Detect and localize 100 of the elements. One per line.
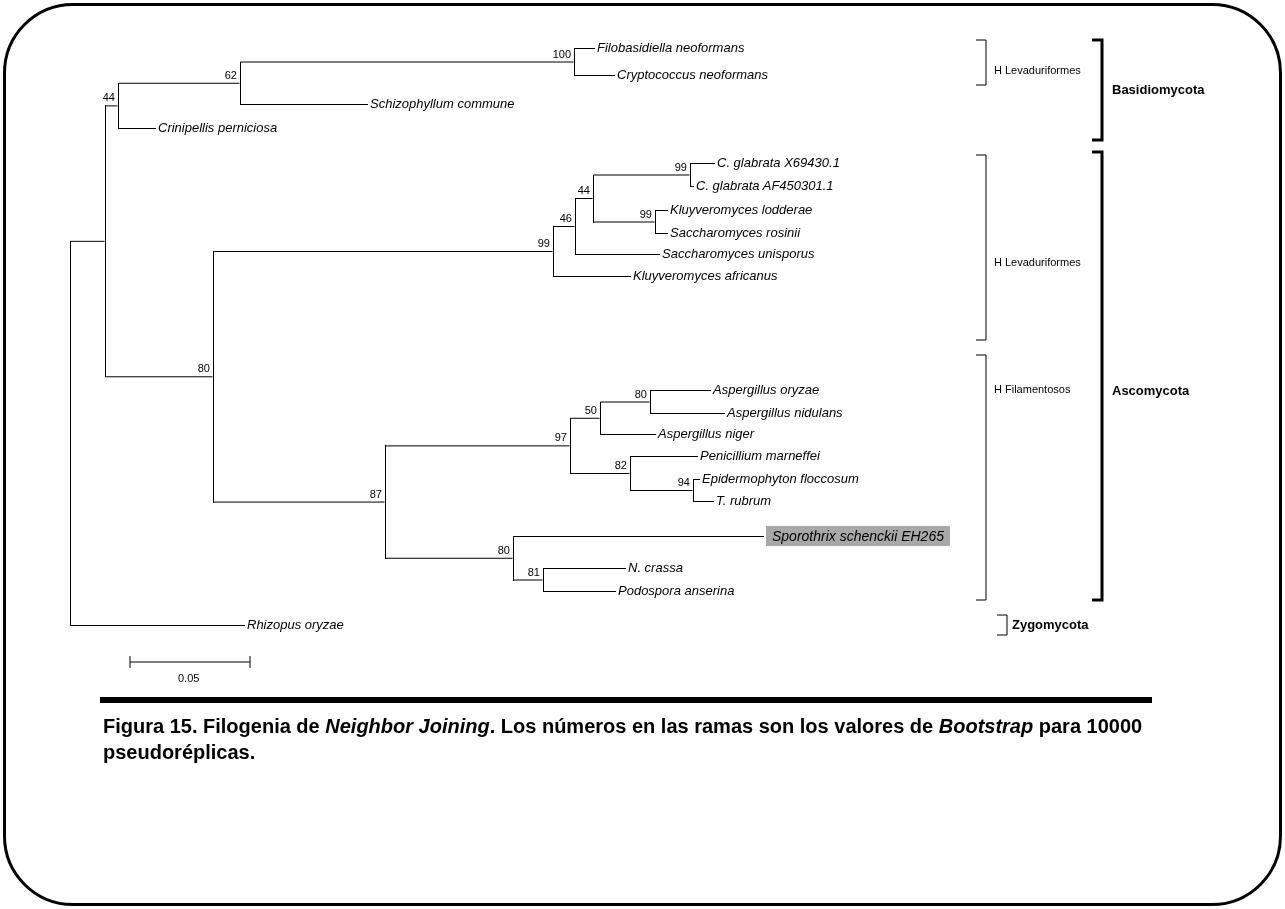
branch-line bbox=[655, 233, 669, 234]
branch-line bbox=[543, 591, 617, 592]
tree-node-line bbox=[384, 445, 386, 559]
tree-node-line bbox=[599, 401, 601, 435]
taxon-name: Filobasidiella neoformans bbox=[597, 40, 745, 56]
taxon-name: Schizophyllum commune bbox=[370, 96, 515, 112]
taxon-name: C. glabrata X69430.1 bbox=[717, 155, 840, 171]
bootstrap-value: 50 bbox=[584, 403, 597, 416]
taxon-name: Cryptococcus neoformans bbox=[617, 67, 768, 83]
branch-line bbox=[570, 417, 600, 419]
branch-line bbox=[105, 376, 213, 378]
branch-line bbox=[650, 390, 712, 391]
clade-label: H Levaduriformes bbox=[994, 64, 1081, 76]
taxon-name: Podospora anserina bbox=[618, 583, 735, 599]
bootstrap-value: 99 bbox=[537, 237, 550, 249]
bootstrap-value: 44 bbox=[577, 184, 590, 196]
taxon-name: Aspergillus nidulans bbox=[727, 405, 843, 421]
taxon-name: Aspergillus niger bbox=[658, 426, 755, 442]
bootstrap-value: 94 bbox=[677, 476, 690, 488]
tree-node-line bbox=[552, 226, 554, 277]
branch-line bbox=[630, 456, 699, 457]
branch-line bbox=[600, 401, 650, 403]
bootstrap-value: 97 bbox=[554, 431, 567, 444]
phylum-label: Ascomycota bbox=[1112, 383, 1190, 398]
tree-node-line bbox=[692, 479, 694, 502]
bootstrap-value: 80 bbox=[497, 543, 510, 556]
tree-node-line bbox=[512, 536, 514, 581]
taxon-name: Saccharomyces unisporus bbox=[662, 246, 815, 262]
tree-node-line bbox=[542, 568, 544, 592]
tree-node-line bbox=[117, 82, 119, 129]
figure-caption: Figura 15. Filogenia de Neighbor Joining. Los números en las ramas son los valores de Bootstrap para 10000 pseudoréplicas. bbox=[103, 714, 1144, 765]
taxon-name: Penicillium marneffei bbox=[700, 448, 820, 464]
taxon-name: Aspergillus oryzae bbox=[713, 382, 820, 398]
branch-line bbox=[575, 198, 593, 199]
taxon-name: T. rubrum bbox=[716, 493, 772, 509]
phylum-label: Basidiomycota bbox=[1112, 82, 1205, 97]
taxon-name: Saccharomyces rosinii bbox=[670, 225, 801, 241]
bootstrap-value: 46 bbox=[559, 212, 572, 224]
branch-line bbox=[513, 536, 765, 537]
branch-line bbox=[385, 445, 570, 447]
branch-line bbox=[593, 221, 655, 223]
branch-line bbox=[600, 434, 657, 435]
taxon-name: N. crassa bbox=[628, 560, 683, 576]
branch-line bbox=[574, 48, 596, 49]
bootstrap-value: 44 bbox=[102, 91, 115, 104]
bootstrap-value: 82 bbox=[614, 459, 627, 471]
bootstrap-value: 99 bbox=[674, 160, 687, 173]
branch-line bbox=[70, 625, 246, 626]
tree-node-line bbox=[592, 174, 594, 223]
tree-node-line bbox=[104, 105, 106, 378]
branch-line bbox=[553, 276, 632, 277]
branch-line bbox=[70, 240, 105, 242]
tree-node-line bbox=[654, 210, 656, 234]
taxon-name: Epidermophyton floccosum bbox=[702, 471, 859, 487]
taxon-name: Kluyveromyces lodderae bbox=[670, 202, 813, 218]
clade-label: H Filamentosos bbox=[994, 383, 1071, 395]
bootstrap-value: 99 bbox=[639, 207, 652, 220]
branch-line bbox=[693, 501, 715, 502]
branch-line bbox=[690, 163, 716, 164]
tree-node-line bbox=[689, 163, 691, 187]
tree-node-line bbox=[629, 456, 631, 491]
bootstrap-value: 80 bbox=[197, 362, 210, 375]
bootstrap-value: 80 bbox=[634, 387, 647, 400]
branch-line bbox=[240, 61, 574, 63]
tree-node-line bbox=[573, 48, 575, 76]
branch-line bbox=[570, 473, 630, 474]
tree-node-line bbox=[212, 251, 214, 503]
bootstrap-value: 100 bbox=[552, 47, 571, 60]
taxon-name: Rhizopus oryzae bbox=[247, 617, 344, 633]
branch-line bbox=[213, 251, 553, 252]
branch-line bbox=[655, 210, 669, 211]
bootstrap-value: 87 bbox=[369, 487, 382, 500]
branch-line bbox=[693, 479, 701, 480]
tree-node-line bbox=[649, 390, 651, 414]
branch-line bbox=[543, 568, 627, 569]
branch-line bbox=[575, 254, 661, 255]
bootstrap-value: 81 bbox=[527, 565, 540, 578]
phylum-label: Zygomycota bbox=[1012, 617, 1089, 632]
tree-node-line bbox=[239, 61, 241, 105]
branch-line bbox=[105, 105, 118, 107]
clade-label: H Levaduriformes bbox=[994, 256, 1081, 268]
taxon-name: Kluyveromyces africanus bbox=[633, 268, 778, 284]
scale-value: 0.05 bbox=[178, 672, 200, 684]
branch-line bbox=[690, 186, 695, 187]
bootstrap-value: 62 bbox=[224, 68, 237, 81]
branch-line bbox=[574, 75, 616, 76]
branch-line bbox=[118, 82, 240, 84]
branch-line bbox=[593, 174, 690, 176]
branch-line bbox=[213, 501, 385, 503]
branch-line bbox=[650, 413, 726, 414]
tree-node-line bbox=[569, 417, 571, 474]
branch-line bbox=[513, 579, 543, 581]
taxon-name: Crinipellis perniciosa bbox=[158, 120, 278, 136]
taxon-name: C. glabrata AF450301.1 bbox=[696, 178, 834, 194]
tree-node-line bbox=[574, 198, 576, 255]
branch-line bbox=[240, 104, 369, 105]
taxon-name: Sporothrix schenckii EH265 bbox=[766, 526, 950, 546]
branch-line bbox=[385, 557, 513, 559]
branch-line bbox=[630, 490, 693, 491]
tree-node-line bbox=[69, 240, 71, 626]
